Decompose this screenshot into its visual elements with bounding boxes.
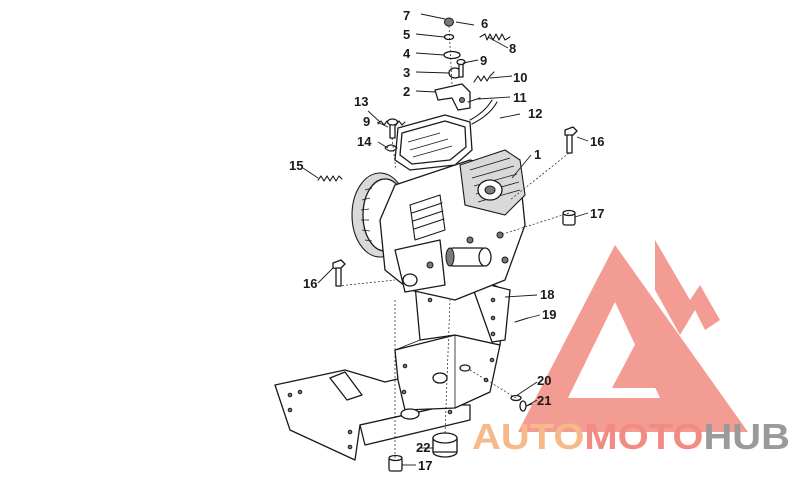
callout-19: 19 (542, 307, 556, 322)
rubber-pad-22 (432, 432, 458, 458)
rubber-foot-17-right (562, 209, 576, 226)
callout-7: 7 (403, 8, 410, 23)
engine-assembly (351, 99, 526, 301)
callout-1: 1 (534, 147, 541, 162)
callout-2: 2 (403, 84, 410, 99)
watermark-moto: MOTO (584, 416, 703, 457)
callout-9-left: 9 (363, 114, 370, 129)
callout-18: 18 (540, 287, 554, 302)
callout-21: 21 (537, 393, 551, 408)
callout-5: 5 (403, 27, 410, 42)
callout-15: 15 (289, 158, 303, 173)
callout-20: 20 (537, 373, 551, 388)
callout-17-right: 17 (590, 206, 604, 221)
callout-13: 13 (354, 94, 368, 109)
callout-16-left: 16 (303, 276, 317, 291)
throttle-linkage-parts (317, 17, 511, 182)
callout-3: 3 (403, 65, 410, 80)
callout-4: 4 (403, 46, 411, 61)
callout-labels: 7 6 5 8 4 9 3 10 2 11 13 12 9 14 16 1 15… (289, 8, 604, 473)
engine-mounting-frame (274, 274, 511, 461)
callout-6: 6 (481, 16, 488, 31)
callout-12: 12 (528, 106, 542, 121)
callout-17-bottom: 17 (418, 458, 432, 473)
callout-11: 11 (513, 90, 527, 105)
bolt-16-right (564, 126, 578, 154)
bolt-16-left (332, 259, 346, 287)
callout-10: 10 (513, 70, 527, 85)
rubber-foot-17-bottom (388, 454, 403, 472)
callout-14: 14 (357, 134, 372, 149)
leader-lines (302, 13, 589, 466)
watermark-triangle (518, 245, 748, 432)
washer-screw-20-21 (510, 394, 533, 412)
callout-8: 8 (509, 41, 516, 56)
callout-9-top: 9 (480, 53, 487, 68)
callout-22: 22 (416, 440, 430, 455)
callout-16-right: 16 (590, 134, 604, 149)
watermark-auto: AUTO (472, 416, 584, 457)
pin-19 (514, 317, 529, 323)
watermark-hub: HUB (703, 416, 790, 457)
watermark-logo (518, 240, 748, 432)
